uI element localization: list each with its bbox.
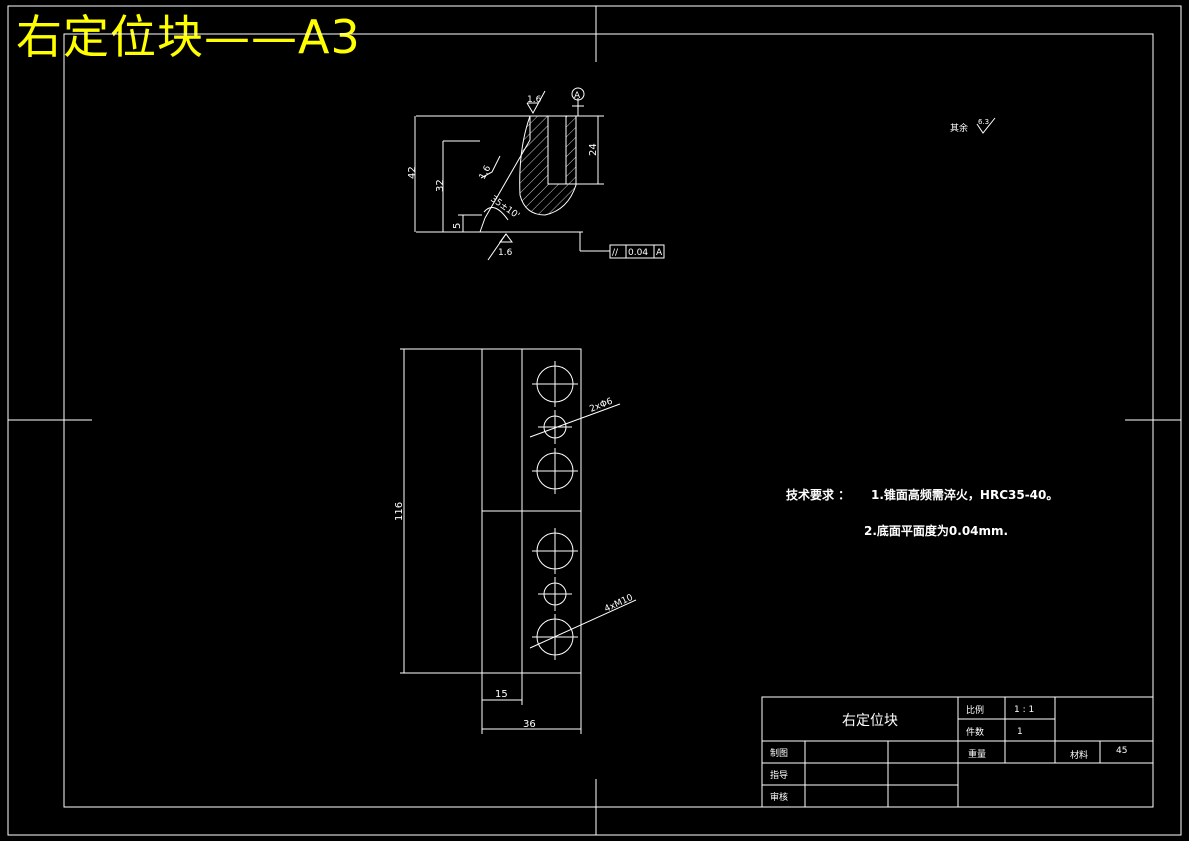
- review-label: 审核: [770, 791, 788, 803]
- title-block: [761, 696, 1154, 808]
- scale-label: 比例: [966, 704, 984, 716]
- material-value: 45: [1116, 746, 1127, 756]
- weight-label: 重量: [968, 748, 986, 760]
- centering-marks: [8, 6, 1181, 835]
- sheet-title: 右定位块——A3: [16, 10, 361, 64]
- dim-overall-height: 42: [407, 166, 418, 179]
- roughness-other-icon: [976, 117, 996, 134]
- holes-threaded-callout: 4xM10: [603, 593, 635, 615]
- dim-width: 36: [523, 719, 536, 730]
- roughness-cone-value: 1.6: [478, 164, 494, 182]
- side-view: [414, 87, 665, 261]
- material-label: 材料: [1070, 749, 1088, 761]
- roughness-bottom-value: 1.6: [498, 248, 513, 258]
- roughness-top-value: 1.6: [527, 95, 542, 105]
- parallelism-datum: A: [656, 248, 663, 258]
- dim-base-step: 5: [452, 223, 463, 229]
- part-name: 右定位块: [842, 713, 898, 729]
- dim-offset: 15: [495, 689, 508, 700]
- qty-label: 件数: [966, 726, 984, 738]
- drawn-label: 制图: [770, 747, 788, 759]
- surface-note-value: 6.3: [978, 118, 989, 126]
- parallelism-value: 0.04: [628, 248, 648, 258]
- front-view: [400, 348, 637, 734]
- parallelism-symbol: //: [612, 248, 619, 258]
- datum-label: A: [574, 91, 581, 101]
- holes-small-callout: 2xΦ6: [588, 396, 614, 414]
- qty-value: 1: [1017, 727, 1023, 737]
- dim-bore-depth: 24: [588, 143, 599, 156]
- tech-req-item-1: 1.锥面高频需淬火，HRC35-40。: [871, 487, 1058, 502]
- dim-cone-height: 32: [435, 179, 446, 192]
- surface-note-label: 其余: [950, 122, 968, 134]
- scale-value: 1 : 1: [1014, 705, 1034, 715]
- dim-height: 116: [394, 502, 405, 521]
- guide-label: 指导: [770, 769, 788, 781]
- tech-req-heading: 技术要求 ：: [786, 487, 850, 502]
- tech-req-item-2: 2.底面平面度为0.04mm.: [864, 523, 1008, 538]
- inner-border: [63, 33, 1154, 808]
